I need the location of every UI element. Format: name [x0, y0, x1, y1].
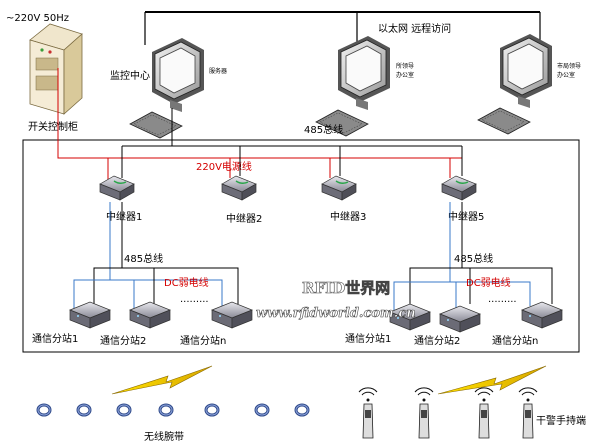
office-a-computer — [315, 35, 391, 137]
bus485-left-line — [93, 267, 239, 304]
bus485-right-line — [409, 267, 553, 304]
station-right-n — [521, 301, 563, 329]
watermark-url: www.rfidworld.com.cn — [256, 306, 416, 321]
office-a-label-line1: 所领导 — [396, 62, 414, 70]
station-left-2 — [129, 301, 171, 329]
repeater-5-label: 中继器5 — [448, 210, 484, 223]
station-left-2-label: 通信分站2 — [100, 334, 146, 347]
wristband-1 — [36, 403, 52, 417]
wireless-bolt-right — [437, 365, 547, 395]
bus485-top-label: 485总线 — [304, 123, 343, 136]
server-label: 服务器 — [209, 67, 227, 75]
station-right-1-label: 通信分站1 — [345, 332, 391, 345]
station-right-n-label: 通信分站n — [492, 334, 538, 347]
power-label: ~220V 50Hz — [6, 13, 69, 24]
station-right-2 — [439, 305, 481, 333]
switch-cabinet — [29, 23, 83, 115]
ellipsis-left: ......... — [180, 294, 209, 305]
watermark-title: RFID世界网 — [302, 279, 390, 297]
wireless-bolt-left — [111, 365, 213, 395]
ethernet-label: 以太网 远程访问 — [378, 22, 451, 35]
handheld-label: 干警手持端 — [536, 414, 586, 427]
station-left-1-label: 通信分站1 — [32, 332, 78, 345]
office-b-label-line2: 办公室 — [557, 71, 575, 79]
dc-right-line — [393, 281, 531, 310]
power-line — [57, 68, 462, 159]
repeater-3-label: 中继器3 — [330, 210, 366, 223]
office-b-computer — [477, 33, 553, 135]
repeater-5 — [441, 175, 477, 201]
repeater-2 — [221, 175, 257, 201]
wristband-2 — [76, 403, 92, 417]
handheld-3 — [474, 387, 494, 439]
wristband-7 — [294, 403, 310, 417]
office-b-label-line1: 市局领导 — [557, 62, 581, 70]
station-right-2-label: 通信分站2 — [414, 334, 460, 347]
wristband-4 — [158, 403, 174, 417]
handheld-4 — [518, 387, 538, 439]
bus485-right-label: 485总线 — [454, 252, 493, 265]
wristband-label: 无线腕带 — [144, 430, 184, 443]
station-left-n-label: 通信分站n — [180, 334, 226, 347]
dc-left-line — [73, 279, 223, 308]
power-line-label: 220V电源线 — [196, 160, 252, 173]
handheld-2 — [414, 387, 434, 439]
system-frame — [22, 139, 580, 353]
wristband-5 — [204, 403, 220, 417]
dc-right-label: DC弱电线 — [466, 276, 511, 289]
station-left-n — [211, 301, 253, 329]
ellipsis-right: ......... — [488, 294, 517, 305]
cabinet-label: 开关控制柜 — [28, 120, 78, 133]
monitor-center-label: 监控中心 — [110, 69, 150, 82]
server-computer — [129, 37, 205, 139]
bus485-left-label: 485总线 — [124, 252, 163, 265]
repeater-1-label: 中继器1 — [106, 210, 142, 223]
office-a-label-line2: 办公室 — [396, 71, 414, 79]
repeater-1 — [99, 175, 135, 201]
dc-left-label: DC弱电线 — [164, 276, 209, 289]
repeater-2-label: 中继器2 — [226, 212, 262, 225]
station-left-1 — [69, 301, 111, 329]
wristband-6 — [254, 403, 270, 417]
repeater-3 — [321, 175, 357, 201]
wristband-3 — [116, 403, 132, 417]
handheld-1 — [358, 387, 378, 439]
